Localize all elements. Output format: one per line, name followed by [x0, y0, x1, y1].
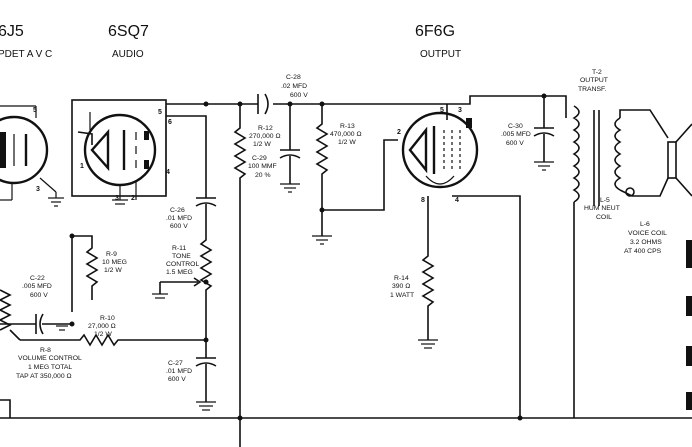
- l6-line1: VOICE COIL: [628, 230, 667, 237]
- pin-label: 1: [80, 163, 84, 170]
- r10-watt: 1/2 W: [94, 331, 112, 338]
- r11-line2: CONTROL: [166, 261, 199, 268]
- r11-line1: TONE: [172, 253, 191, 260]
- c26-label: C-26: [170, 207, 185, 214]
- tube-6j5-label: 6J5: [0, 23, 24, 40]
- c26-value: .01 MFD: [166, 215, 192, 222]
- r8-line1: VOLUME CONTROL: [18, 355, 82, 362]
- t2-line1: OUTPUT: [580, 77, 608, 84]
- pin-label: 4: [166, 169, 170, 176]
- c30-label: C-30: [508, 123, 523, 130]
- pin-label: 3: [458, 107, 462, 114]
- r8-line2: 1 MEG TOTAL: [28, 364, 72, 371]
- l5-label: L-5: [600, 197, 610, 204]
- tube-6f6g-function: OUTPUT: [420, 49, 461, 60]
- c27-voltage: 600 V: [168, 376, 186, 383]
- r13-label: R-13: [340, 123, 355, 130]
- t2-label: T-2: [592, 69, 602, 76]
- r14-value: 390 Ω: [392, 283, 410, 290]
- r13-value: 470,000 Ω: [330, 131, 362, 138]
- r10-value: 27,000 Ω: [88, 323, 116, 330]
- r10-label: R-10: [100, 315, 115, 322]
- component-labels: C-28 .02 MFD 600 V R-12 270,000 Ω 1/2 W …: [16, 69, 667, 383]
- c29-label: C-29: [252, 155, 267, 162]
- c30-value: .005 MFD: [501, 131, 531, 138]
- tube-6sq7-function: AUDIO: [112, 49, 144, 60]
- c27-value: .01 MFD: [166, 368, 192, 375]
- r9-watt: 1/2 W: [104, 267, 122, 274]
- c29-tolerance: 20 %: [255, 172, 271, 179]
- pin-label: 2: [397, 129, 401, 136]
- pin-label: 4: [455, 197, 459, 204]
- pin-label: 3: [115, 195, 119, 202]
- c29-value: 100 MMF: [248, 163, 277, 170]
- tube-6j5-symbol: [0, 105, 64, 207]
- tube-6sq7-label: 6SQ7: [108, 23, 149, 40]
- c28-value: .02 MFD: [281, 83, 307, 90]
- c28-voltage: 600 V: [290, 92, 308, 99]
- pin-label: 5: [440, 107, 444, 114]
- r11-label: R-11: [172, 245, 186, 252]
- r14-watt: 1 WATT: [390, 292, 414, 299]
- r9-label: R-9: [106, 251, 117, 258]
- r12-value: 270,000 Ω: [249, 133, 281, 140]
- l5-line2: COIL: [596, 214, 612, 221]
- l6-line2: 3.2 OHMS: [630, 239, 662, 246]
- pin-label: 3: [36, 186, 40, 193]
- pin-label: 2: [131, 195, 135, 202]
- wiring: [0, 93, 692, 447]
- tube-6sq7-symbol: [71, 99, 167, 205]
- c27-label: C-27: [168, 360, 183, 367]
- pin-label: 5: [33, 107, 37, 114]
- c28-label: C-28: [286, 74, 301, 81]
- r13-watt: 1/2 W: [338, 139, 356, 146]
- tube-6f6g-label: 6F6G: [415, 23, 455, 40]
- pin-label: 8: [421, 197, 425, 204]
- l6-label: L-6: [640, 221, 650, 228]
- tube-6j5-function: PDET A V C: [0, 49, 52, 60]
- r12-label: R-12: [258, 125, 273, 132]
- c22-value: .005 MFD: [22, 283, 52, 290]
- c30-voltage: 600 V: [506, 140, 524, 147]
- c26-voltage: 600 V: [170, 223, 188, 230]
- c22-voltage: 600 V: [30, 292, 48, 299]
- r9-value: 10 MEG: [102, 259, 127, 266]
- r8-label: R-8: [40, 347, 51, 354]
- r12-watt: 1/2 W: [253, 141, 271, 148]
- tube-6f6g-symbol: [401, 111, 479, 189]
- l5-line1: HUM NEUT: [584, 205, 620, 212]
- l6-line3: AT 400 CPS: [624, 248, 662, 255]
- c22-label: C-22: [30, 275, 45, 282]
- r11-value: 1.5 MEG: [166, 269, 193, 276]
- pin-label: 6: [168, 119, 172, 126]
- r14-label: R-14: [394, 275, 409, 282]
- pin-label: 5: [158, 109, 162, 116]
- r8-line3: TAP AT 350,000 Ω: [16, 373, 72, 380]
- t2-line2: TRANSF.: [578, 86, 606, 93]
